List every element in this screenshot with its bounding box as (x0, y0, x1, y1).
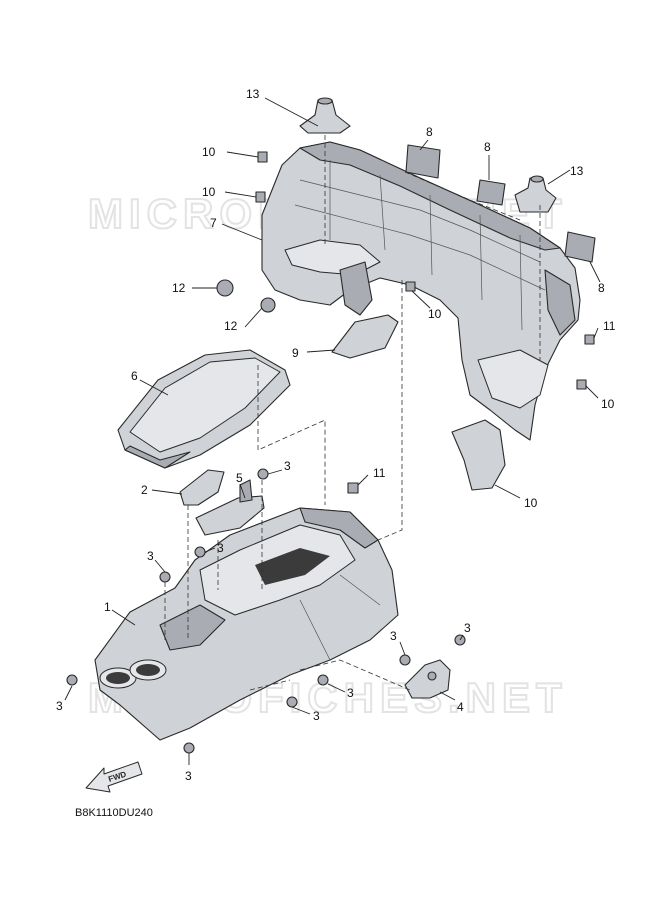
part-bracket-4 (404, 659, 451, 699)
callout-9-b: 10 (524, 496, 538, 510)
part-boot-top (299, 97, 351, 134)
part-panel-5 (195, 479, 265, 536)
part-boot-right (514, 175, 557, 213)
callout-6: 6 (131, 369, 138, 383)
fwd-arrow-icon: FWD (85, 761, 143, 793)
callout-3-a: 3 (284, 459, 291, 473)
callout-10-b: 10 (202, 185, 216, 199)
callout-9-a: 9 (292, 346, 299, 360)
part-grommets-12 (216, 279, 276, 313)
part-fastener-11 (347, 482, 359, 494)
callout-5: 5 (236, 471, 243, 485)
leader-lines (64, 97, 601, 765)
part-pad-8b (476, 179, 506, 206)
part-center-console (94, 507, 399, 741)
callout-10-c: 10 (428, 307, 442, 321)
callout-10-e: 10 (601, 397, 615, 411)
part-rear-panel (261, 141, 581, 441)
callout-11: 11 (373, 466, 386, 480)
part-guard-9b (451, 419, 506, 491)
diagram-code: B8K1110DU240 (75, 807, 153, 819)
callout-part-4: 4 (457, 700, 464, 714)
callout-3-g: 3 (347, 686, 354, 700)
callout-10-a: 10 (202, 145, 216, 159)
callout-3-b: 3 (217, 541, 224, 555)
callout-3-d: 3 (56, 699, 63, 713)
callout-1: 1 (104, 600, 111, 614)
callout-3-e: 3 (185, 769, 192, 783)
part-guard-9a (331, 314, 399, 359)
part-bolts-3 (66, 468, 466, 754)
part-pad-8c (564, 231, 596, 263)
callout-3-h: 3 (390, 629, 397, 643)
callout-3-i: 3 (464, 621, 471, 635)
callout-3-c: 3 (147, 549, 154, 563)
callout-8-a: 8 (426, 125, 433, 139)
callout-13-right: 13 (570, 164, 584, 178)
part-clips-10 (255, 151, 595, 390)
assembly-lines (164, 135, 541, 691)
part-pad-8a (405, 144, 441, 179)
part-bracket-2 (179, 469, 225, 506)
callout-10-d: 11 (603, 319, 616, 333)
callout-8-b: 8 (484, 140, 491, 154)
callout-12-b: 12 (224, 319, 238, 333)
callout-3-f: 3 (313, 709, 320, 723)
part-armrest-lid (117, 349, 291, 469)
callout-2: 2 (141, 483, 148, 497)
callout-13-top: 13 (246, 87, 260, 101)
callout-labels: 13 10 10 7 12 12 8 8 13 8 10 11 10 9 10 … (56, 87, 616, 783)
callout-8-c: 8 (598, 281, 605, 295)
callout-12-a: 12 (172, 281, 186, 295)
callout-7: 7 (210, 216, 217, 230)
